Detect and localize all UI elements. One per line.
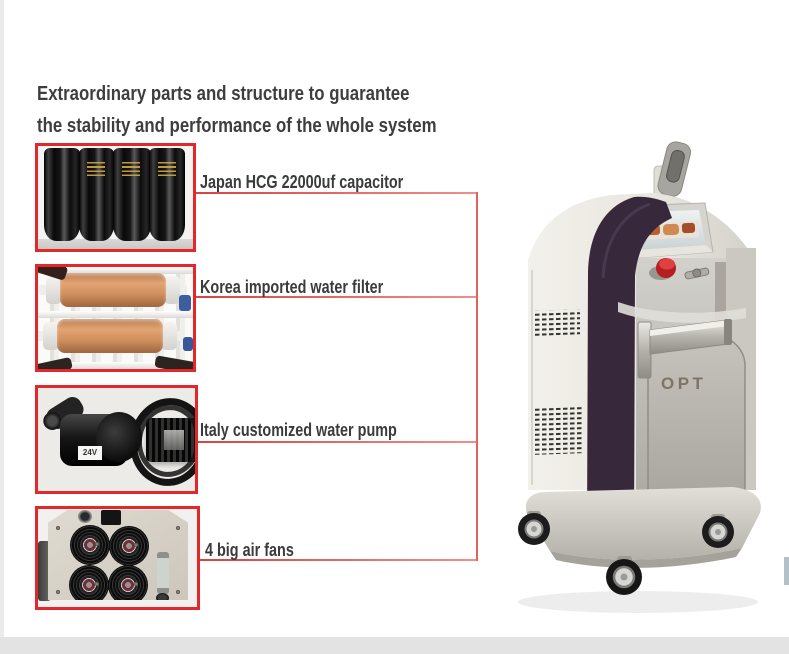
drain-knob	[156, 593, 169, 600]
caster-wheel	[518, 511, 550, 545]
rear-metal-panel	[48, 510, 188, 600]
headline-line-2: the stability and performance of the who…	[37, 115, 437, 137]
cabinet-top-trim	[618, 302, 746, 323]
flow-meter	[157, 552, 169, 594]
callout-line-water-pump	[194, 441, 477, 443]
rack-rail	[38, 311, 193, 318]
pump-voltage-label: 24V	[78, 446, 102, 460]
emergency-stop-button	[649, 258, 676, 280]
pump-controller-box	[146, 418, 195, 462]
opt-machine-illustration: OPT	[518, 141, 761, 613]
callout-vertical-line	[476, 192, 478, 561]
caster-wheel	[606, 556, 642, 595]
power-switch	[101, 510, 121, 525]
caster-wheel	[702, 514, 734, 548]
water-filter-photo-frame	[35, 264, 196, 372]
floor-shadow	[518, 591, 758, 613]
cooling-fan	[109, 526, 149, 566]
filter-cartridge	[39, 273, 187, 307]
capacitor-cylinder	[79, 148, 114, 241]
right-edge-artifact	[784, 557, 789, 585]
capacitor-floor	[38, 239, 193, 249]
purple-front-band	[587, 196, 672, 532]
pump-volute	[96, 412, 142, 462]
bottom-edge-strip	[0, 637, 789, 654]
left-edge-strip	[0, 0, 4, 638]
italy-water-pump-photo: 24V	[38, 388, 195, 491]
key-switch	[684, 267, 710, 280]
purple-band-highlight	[601, 202, 651, 279]
machine-base	[525, 487, 761, 560]
callout-label-capacitor: Japan HCG 22000uf capacitor	[200, 172, 404, 192]
japan-hcg-capacitors-photo	[38, 146, 193, 249]
water-pump-photo-frame: 24V	[35, 385, 198, 494]
cooling-fan	[70, 525, 110, 565]
vent-grille-upper	[533, 309, 580, 337]
callout-line-capacitor	[192, 192, 477, 194]
filter-cartridge	[38, 319, 184, 353]
power-inlet	[78, 510, 92, 523]
korea-water-filters-photo	[38, 267, 193, 369]
rack-rail	[38, 267, 193, 274]
capacitor-cylinder	[149, 148, 185, 241]
four-air-fans-photo	[38, 509, 197, 607]
panel-side-object	[38, 541, 51, 601]
callout-label-air-fans: 4 big air fans	[205, 540, 294, 560]
opt-front-label: OPT	[661, 374, 706, 393]
air-fans-photo-frame	[35, 506, 200, 610]
capacitor-cylinder	[113, 148, 151, 241]
headline-line-1: Extraordinary parts and structure to gua…	[37, 83, 410, 105]
base-bottom-edge	[550, 548, 742, 568]
callout-line-water-filter	[192, 296, 477, 298]
tubing-wire	[154, 355, 193, 369]
cooling-fan	[69, 565, 109, 600]
fitting	[179, 295, 191, 311]
side-handle	[637, 319, 732, 379]
capacitor-cylinder	[44, 148, 80, 241]
vent-grille-lower	[533, 405, 583, 455]
handpiece	[653, 141, 692, 201]
cooling-fan	[108, 565, 148, 600]
capacitor-photo-frame	[35, 143, 196, 252]
tubing-wire	[38, 356, 73, 369]
rack-rail	[38, 362, 193, 369]
callout-line-air-fans	[196, 559, 477, 561]
callout-label-water-pump: Italy customized water pump	[200, 420, 397, 440]
fitting	[183, 337, 193, 351]
callout-label-water-filter: Korea imported water filter	[200, 277, 384, 297]
